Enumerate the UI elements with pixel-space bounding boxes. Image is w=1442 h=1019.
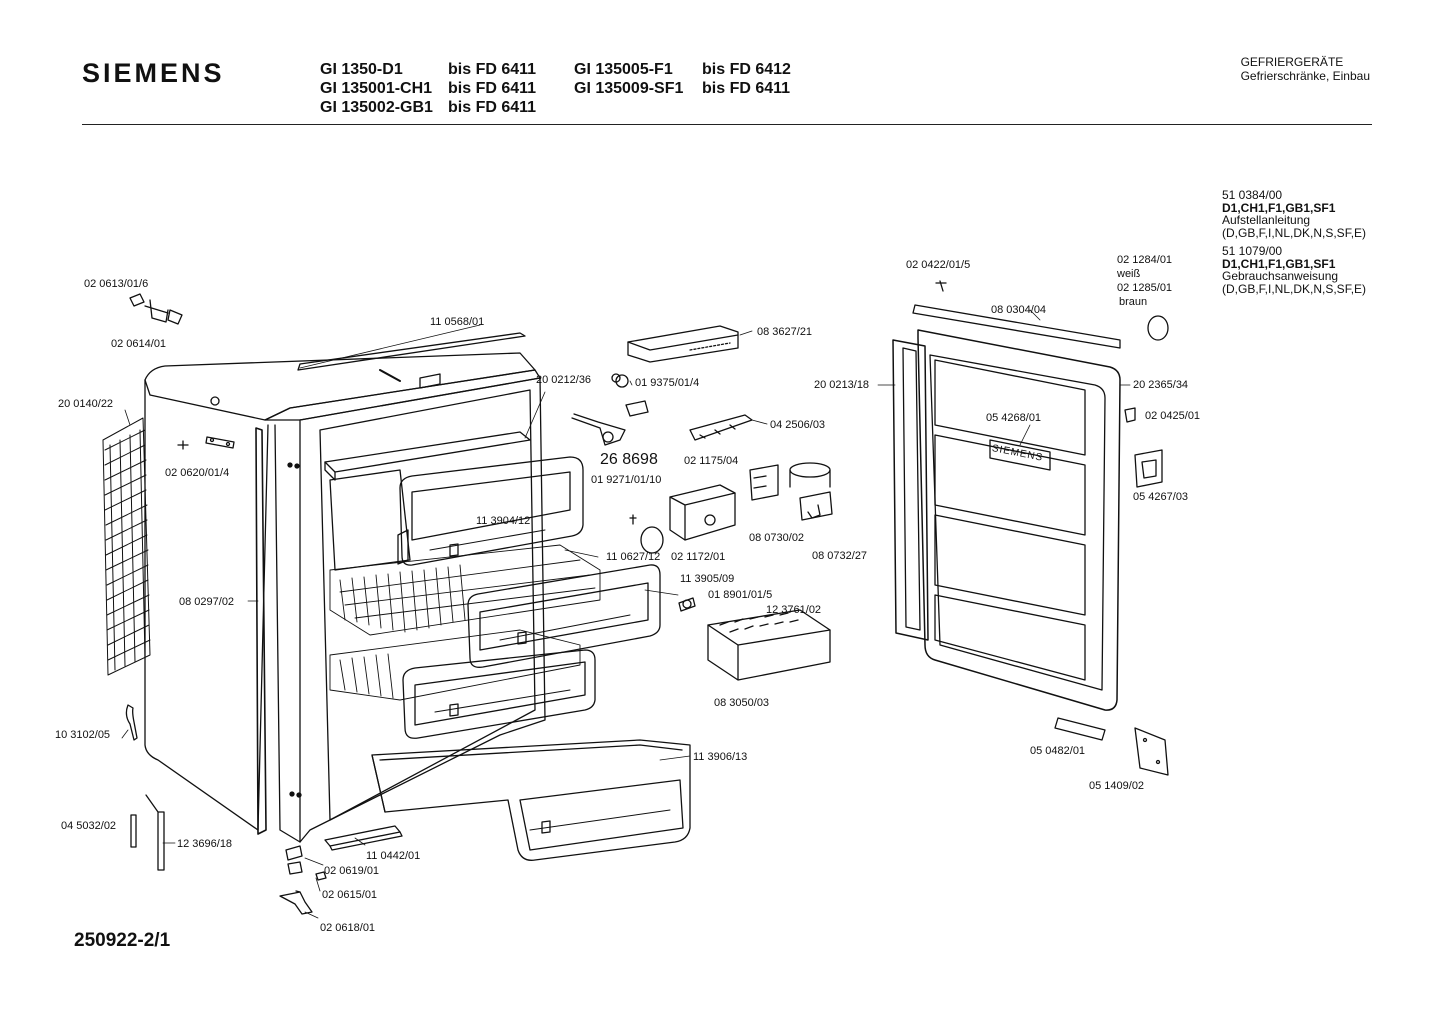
- drawer-upper: [330, 457, 583, 570]
- kick-strip: [325, 826, 402, 850]
- model-code: GI 135002-GB1: [320, 99, 433, 116]
- freezer-shelf: [325, 432, 530, 480]
- part-label: 05 1409/02: [1089, 780, 1145, 792]
- wire-basket-lower: [330, 630, 580, 700]
- part-label: 26 8698: [600, 451, 658, 468]
- part-label: 11 3904/12: [476, 515, 531, 527]
- brand-logo: SIEMENS: [82, 58, 225, 88]
- door-assembly: [893, 281, 1168, 775]
- part-label: weiß: [1117, 268, 1141, 280]
- document-name: Aufstellanleitung: [1222, 213, 1311, 227]
- drawer-lower: [403, 650, 595, 738]
- part-label: 20 0212/36: [536, 374, 592, 386]
- model-row: GI 135001-CH1 bis FD 6411 GI 135009-SF1 …: [320, 79, 812, 98]
- part-label: 02 0619/01: [324, 865, 380, 877]
- document-list: 51 0384/00 D1,CH1,F1,GB1,SF1 Aufstellanl…: [1222, 189, 1366, 295]
- part-label: 02 0614/01: [111, 338, 167, 350]
- document-languages: (D,GB,F,I,NL,DK,N,S,SF,E): [1222, 225, 1367, 240]
- part-label: 01 9375/01/4: [635, 377, 700, 389]
- document-variants: D1,CH1,F1,GB1,SF1: [1222, 256, 1336, 271]
- part-label: 01 8901/01/5: [708, 589, 773, 601]
- part-label: braun: [1119, 296, 1148, 308]
- model-range: bis FD 6411: [702, 80, 791, 97]
- part-label: 08 3050/03: [714, 697, 770, 709]
- part-label: 08 0297/02: [179, 596, 235, 608]
- part-label: 08 0730/02: [749, 532, 805, 544]
- drawer-middle: [468, 565, 660, 667]
- drawing-number: 250922-2/1: [74, 930, 171, 951]
- cabinet-body: [145, 333, 545, 842]
- wire-basket-upper: [330, 545, 600, 635]
- model-list: GI 1350-D1 bis FD 6411 GI 135005-F1 bis …: [320, 60, 812, 117]
- model-range: bis FD 6411: [448, 80, 537, 97]
- model-range: bis FD 6412: [702, 61, 791, 78]
- drawer-bottom: [372, 740, 690, 860]
- part-label: 02 1285/01: [1117, 282, 1173, 294]
- control-parts: [572, 326, 832, 680]
- part-label: 02 1284/01: [1117, 254, 1173, 266]
- part-label: 05 0482/01: [1030, 745, 1086, 757]
- model-range: bis FD 6411: [448, 99, 537, 116]
- part-label: 02 1172/01: [671, 551, 726, 563]
- part-label: 02 1175/04: [684, 455, 739, 467]
- part-label: 05 4267/03: [1133, 491, 1189, 503]
- model-row: GI 1350-D1 bis FD 6411 GI 135005-F1 bis …: [320, 60, 812, 79]
- model-code: GI 135001-CH1: [320, 80, 433, 97]
- model-code: GI 135005-F1: [574, 61, 673, 78]
- document-number: 51 0384/00: [1222, 188, 1283, 202]
- part-label: 11 0627/12: [606, 551, 661, 563]
- document-name: Gebrauchsanweisung: [1222, 269, 1339, 283]
- part-label: 02 0615/01: [322, 889, 378, 901]
- leader-lines: [122, 310, 1130, 918]
- header-divider: [82, 124, 1372, 125]
- part-label: 02 0620/01/4: [165, 467, 230, 479]
- part-label: 04 2506/03: [770, 419, 826, 431]
- part-label: 02 0613/01/6: [84, 278, 149, 290]
- part-label: 02 0425/01: [1145, 410, 1201, 422]
- part-label: 02 0618/01: [320, 922, 376, 934]
- part-label: 11 0568/01: [430, 316, 485, 328]
- category-title: GEFRIERGERÄTE: [1240, 55, 1344, 69]
- model-code: GI 135009-SF1: [574, 80, 684, 97]
- part-label: 08 0304/04: [991, 304, 1047, 316]
- part-label: 08 3627/21: [757, 326, 813, 338]
- document-number: 51 1079/00: [1222, 244, 1283, 258]
- product-category: GEFRIERGERÄTE Gefrierschränke, Einbau: [1241, 55, 1370, 83]
- document-languages: (D,GB,F,I,NL,DK,N,S,SF,E): [1222, 281, 1367, 296]
- part-label: 05 4268/01: [986, 412, 1042, 424]
- small-hardware: [126, 294, 326, 914]
- model-row: GI 135002-GB1 bis FD 6411: [320, 98, 812, 117]
- document-variants: D1,CH1,F1,GB1,SF1: [1222, 200, 1336, 215]
- part-label: 02 0422/01/5: [906, 259, 971, 271]
- part-label: 12 3696/18: [177, 838, 233, 850]
- part-label: 11 3906/13: [693, 751, 748, 763]
- part-label: 20 0213/18: [814, 379, 870, 391]
- category-subtitle: Gefrierschränke, Einbau: [1240, 69, 1370, 83]
- part-label: 11 0442/01: [366, 850, 421, 862]
- model-code: GI 1350-D1: [320, 61, 403, 78]
- part-label: 04 5032/02: [61, 820, 117, 832]
- part-label: 20 2365/34: [1133, 379, 1189, 391]
- part-label: 10 3102/05: [55, 729, 111, 741]
- part-label: 11 3905/09: [680, 573, 735, 585]
- part-label: 01 9271/01/10: [591, 474, 662, 486]
- part-label: 20 0140/22: [58, 398, 114, 410]
- part-label: 08 0732/27: [812, 550, 868, 562]
- part-label: 12 3761/02: [766, 604, 822, 616]
- model-range: bis FD 6411: [448, 61, 537, 78]
- condenser-grid: [103, 418, 150, 675]
